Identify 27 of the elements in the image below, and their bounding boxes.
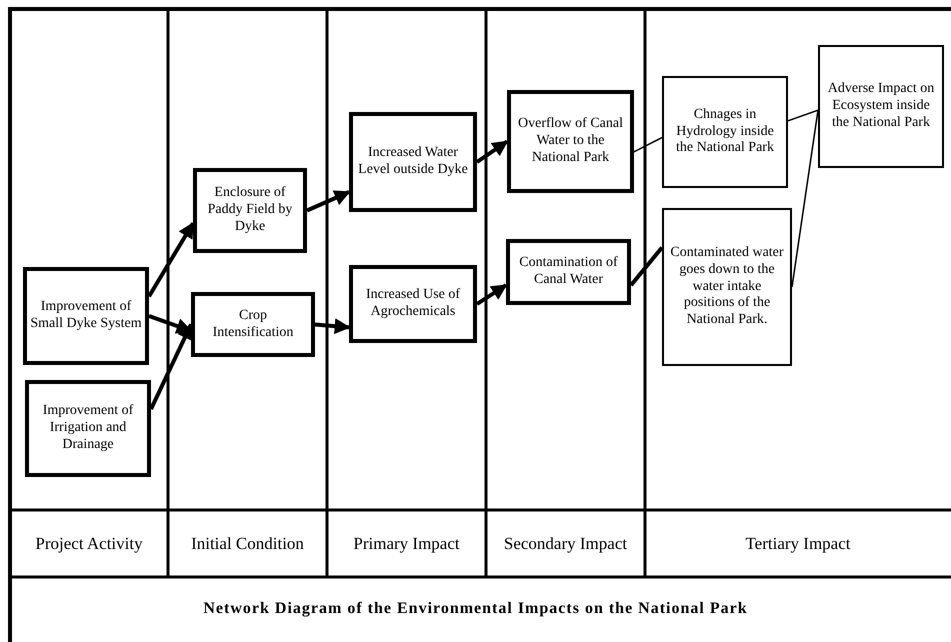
arrow	[147, 222, 195, 298]
connector-line	[788, 109, 818, 122]
process-box: Contaminated water goes down to the water intake positions of the National Park.	[662, 208, 792, 366]
column-header: Tertiary Impact	[744, 532, 852, 555]
arrow	[476, 140, 508, 164]
arrow	[149, 323, 193, 410]
column-header: Initial Condition	[190, 532, 305, 555]
arrow	[306, 190, 350, 212]
process-box: Adverse Impact on Ecosystem inside the National Park	[818, 45, 944, 168]
connector-line	[629, 246, 664, 286]
process-box: Improvement of Small Dyke System	[23, 267, 149, 365]
column-header: Secondary Impact	[502, 532, 628, 555]
arrow	[314, 318, 351, 334]
connector-line	[791, 110, 819, 288]
column-header: Project Activity	[34, 532, 144, 555]
process-box: Crop Intensification	[191, 292, 315, 357]
process-box: Contamination of Canal Water	[506, 239, 631, 305]
process-box: Chnages in Hydrology inside the National Park	[662, 76, 788, 188]
process-box: Increased Use of Agrochemicals	[349, 265, 477, 343]
arrow	[476, 284, 508, 306]
process-box: Increased Water Level outside Dyke	[349, 112, 477, 212]
column-header: Primary Impact	[352, 532, 461, 555]
process-box: Overflow of Canal Water to the National Park	[507, 90, 634, 193]
process-box: Improvement of Irrigation and Drainage	[25, 380, 151, 477]
diagram-title: Network Diagram of the Environmental Impacts on the National Park	[202, 600, 749, 618]
process-box: Enclosure of Paddy Field by Dyke	[193, 168, 307, 253]
connector-line	[634, 136, 662, 152]
